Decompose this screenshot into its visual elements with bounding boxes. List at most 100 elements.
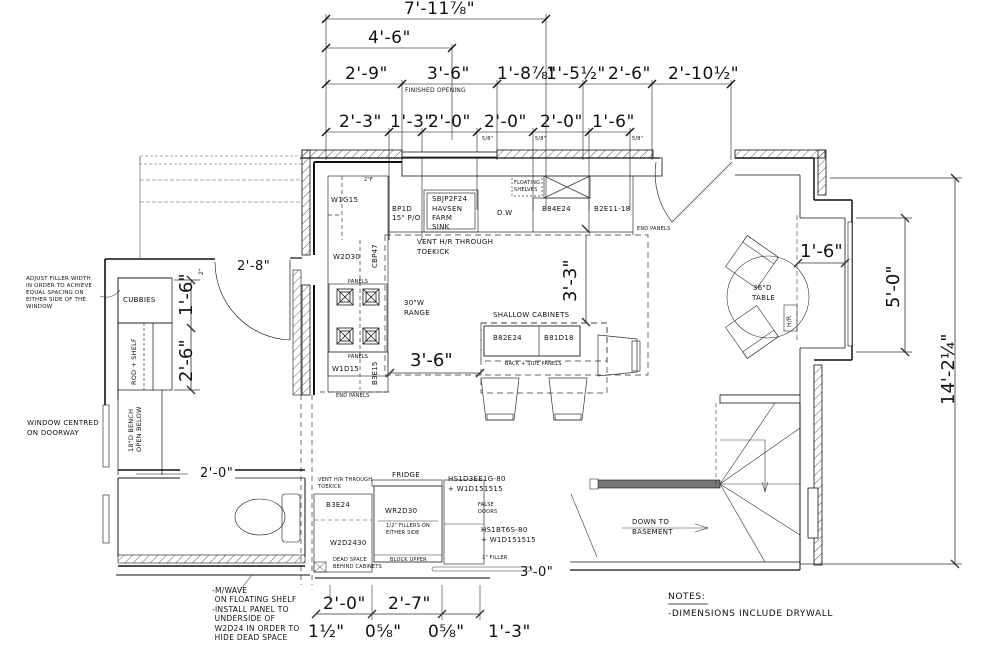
fillers-note-2: EITHER SIDE: [386, 530, 420, 536]
dim-row3-2: 1'-3": [390, 112, 433, 132]
cab-sink-model: SBJP2F24: [432, 195, 468, 203]
top-cabinet-run: [384, 175, 649, 376]
fridge-vent-note-1: VENT H/R THROUGH: [318, 477, 373, 483]
dead-space-2: BEHIND CABINETS: [333, 564, 382, 570]
cab-sink-name: HAVSEN: [432, 205, 463, 213]
fridge-label: FRIDGE: [392, 471, 420, 479]
cab-bp1d: BP1D: [392, 205, 413, 213]
island: [480, 322, 641, 421]
cab-w2d2430: W2D2430: [330, 539, 367, 547]
dining-table: [725, 215, 810, 359]
range-size: 30"W: [404, 299, 425, 307]
filler-3: 5/8": [632, 136, 644, 142]
fillers-note-1: 1/2" FILLERS ON: [386, 523, 430, 529]
cab-b2e11-18: B2E11-18: [594, 205, 631, 213]
end-panels-bottom: END PANELS: [336, 393, 370, 399]
cab-po: 15" P/O: [392, 214, 421, 222]
basement-stairs: [570, 402, 801, 563]
cab-w2d30: W2D30: [333, 253, 361, 261]
cubbies-label: CUBBIES: [123, 296, 156, 304]
dead-space-1: DEAD SPACE: [333, 557, 367, 563]
aisle-dimensions: [385, 224, 591, 378]
cab-dishwasher: D.W: [497, 209, 513, 217]
tall-cab-1: HS1D3EE1G-80: [448, 475, 506, 483]
table-label: TABLE: [752, 294, 776, 302]
vent-note: VENT H/R THROUGH: [417, 238, 494, 246]
cab-sink-type: FARM: [432, 214, 453, 222]
bottom-dim-4: 0⅝": [365, 622, 402, 642]
filler-note: 1" FILLER: [482, 555, 508, 561]
cab-b3e24: B3E24: [326, 501, 351, 509]
left-cabinet-run: [320, 175, 390, 393]
dim-sub-overall: 4'-6": [368, 28, 411, 48]
bottom-dim-5: 0⅝": [428, 622, 465, 642]
nook-depth-dim: 1'-6": [800, 241, 843, 262]
filler-2: 5/8": [535, 136, 547, 142]
end-panels-top: END PANELS: [637, 226, 671, 232]
dim-row2-5: 2'-6": [608, 64, 651, 84]
dim-overall-top: 7'-11⅞": [404, 0, 476, 19]
mudroom-depth-1: 1'-6": [176, 273, 197, 316]
clearance-dim: 3'-0": [520, 565, 554, 580]
overall-height-dim: 14'-2¼": [938, 333, 959, 405]
filler-1: 5/8": [482, 136, 494, 142]
mudroom-door-dim: 2'-8": [237, 259, 271, 274]
rod-shelf-label: ROD + SHELF: [130, 338, 138, 385]
dim-row2-3: 1'-8⅞": [497, 64, 557, 84]
fridge-wall: [239, 479, 533, 620]
island-cab-1: B82E24: [493, 334, 522, 342]
notes-heading: NOTES:: [668, 592, 706, 602]
floating-shelves-label: FLOATING SHELVES: [514, 180, 541, 193]
aisle-width-dim: 3'-6": [410, 350, 453, 371]
bottom-dim-2: 2'-7": [388, 594, 431, 614]
notes-item-1: -DIMENSIONS INCLUDE DRYWALL: [668, 609, 833, 619]
nook-dimensions: [793, 173, 962, 569]
panels-label-2: PANELS: [348, 354, 369, 360]
cab-b3e15: B3E15: [371, 361, 379, 385]
dim-row2-4: 1'-5½": [546, 64, 606, 84]
dim-row2-1: 2'-9": [345, 64, 388, 84]
corner-filler: 2"F: [364, 177, 373, 183]
cab-w1g15: W1G15: [331, 196, 359, 204]
range-label: RANGE: [404, 309, 430, 317]
table-size: 36"D: [753, 284, 772, 292]
vent-note-2: TOEKICK: [417, 248, 450, 256]
block-upper: BLOCK UPPER: [390, 557, 427, 563]
dim-row3-6: 1'-6": [592, 112, 635, 132]
cab-sink-label: SINK: [432, 223, 450, 231]
island-title: SHALLOW CABINETS: [493, 311, 570, 319]
microwave-note: -M/WAVE ON FLOATING SHELF -INSTALL PANEL…: [212, 586, 300, 642]
dim-row2-6: 2'-10½": [668, 64, 740, 84]
stairs-label-1: DOWN TO: [632, 518, 670, 526]
dimension-ticks: [321, 14, 736, 137]
range-burners: [336, 288, 380, 345]
dim-row3-3: 2'-0": [428, 112, 471, 132]
tall-cab-1-upper: + W1D151515: [448, 485, 503, 493]
island-cab-2: B81D18: [544, 334, 574, 342]
bottom-dim-6: 1'-3": [488, 622, 531, 642]
false-doors-2: DOORS: [478, 509, 498, 515]
dim-row3-5: 2'-0": [540, 112, 583, 132]
exterior-walls: [300, 149, 853, 571]
tall-cab-2-upper: + W1D151515: [481, 536, 536, 544]
powder-door-dim: 2'-0": [200, 466, 234, 481]
mudroom-depth-2: 2'-6": [176, 339, 197, 382]
bench-label-1: 18"D BENCH: [127, 408, 135, 452]
bench-label-2: OPEN BELOW: [135, 406, 143, 452]
window-note-1: WINDOW CENTRED: [27, 419, 99, 427]
small-gap-dim: 2": [198, 268, 205, 275]
dim-row3-4: 2'-0": [484, 112, 527, 132]
mudroom-dimensions: [99, 275, 200, 395]
filler-note: ADJUST FILLER WIDTH IN ORDER TO ACHIEVE …: [26, 276, 93, 310]
stairs-label-2: BASEMENT: [632, 528, 673, 536]
powder-room: [116, 469, 310, 576]
register-label: H/R: [786, 315, 793, 327]
aisle-depth-dim: 3'-3": [560, 259, 581, 302]
finished-opening-label: FINISHED OPENING: [405, 87, 466, 94]
panels-label-1: PANELS: [348, 279, 369, 285]
cab-wr2d30: WR2D30: [385, 507, 418, 515]
false-doors-1: FALSE: [478, 502, 494, 508]
dim-row3-1: 2'-3": [339, 112, 382, 132]
cab-b84e24: B84E24: [542, 205, 571, 213]
